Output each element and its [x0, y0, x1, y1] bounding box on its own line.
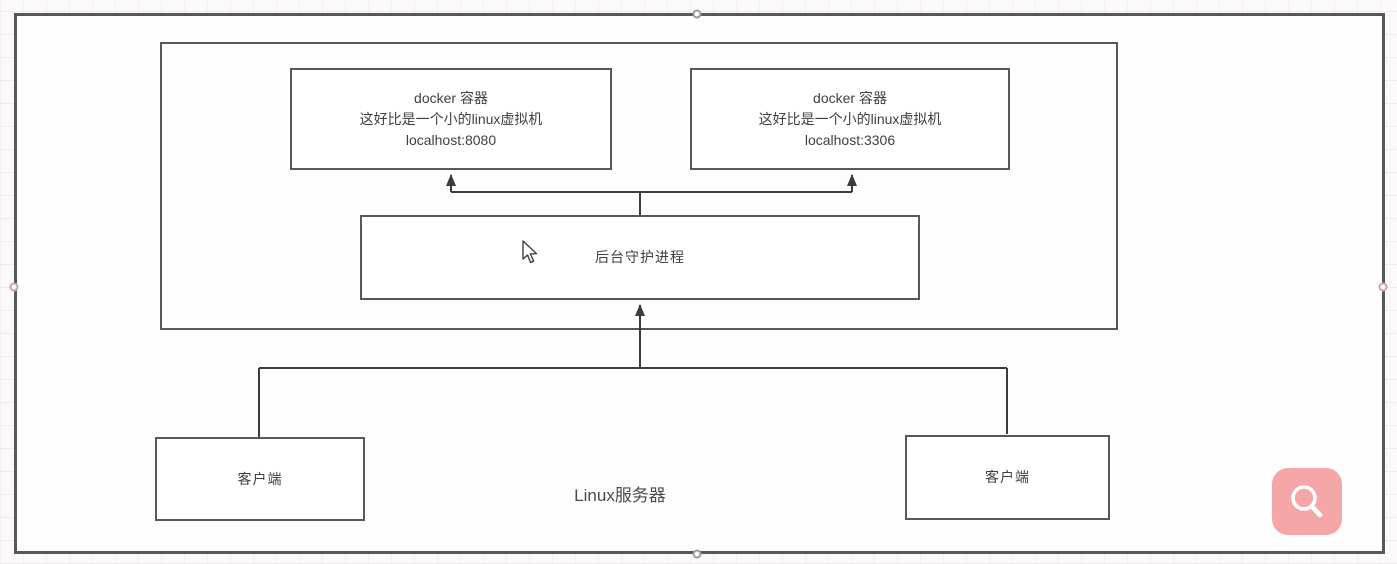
- search-button[interactable]: [1272, 468, 1342, 535]
- selection-handle-right[interactable]: [1378, 282, 1388, 292]
- linux-server-label: Linux服务器: [574, 486, 666, 505]
- docker-container-2-address: localhost:3306: [804, 131, 896, 148]
- docker-container-2-box[interactable]: docker 容器 这好比是一个小的linux虚拟机 localhost:330…: [690, 68, 1010, 170]
- client-left-box[interactable]: 客户端: [155, 437, 365, 521]
- client-right-box[interactable]: 客户端: [905, 435, 1110, 520]
- daemon-process-label: 后台守护进程: [595, 249, 685, 265]
- client-right-label: 客户端: [985, 469, 1030, 485]
- selection-handle-top[interactable]: [692, 9, 702, 19]
- daemon-process-box[interactable]: 后台守护进程: [360, 215, 920, 300]
- client-left-label: 客户端: [237, 470, 283, 487]
- docker-container-1-box[interactable]: docker 容器 这好比是一个小的linux虚拟机 localhost:808…: [290, 68, 612, 170]
- magnifier-icon: [1291, 484, 1323, 517]
- docker-container-2-subtitle: 这好比是一个小的linux虚拟机: [758, 110, 942, 127]
- docker-container-1-title: docker 容器: [414, 89, 488, 106]
- selection-handle-bottom[interactable]: [692, 549, 702, 559]
- docker-container-2-title: docker 容器: [813, 89, 887, 106]
- docker-container-1-address: localhost:8080: [405, 131, 497, 148]
- selection-handle-left[interactable]: [9, 282, 19, 292]
- docker-container-1-subtitle: 这好比是一个小的linux虚拟机: [359, 110, 543, 127]
